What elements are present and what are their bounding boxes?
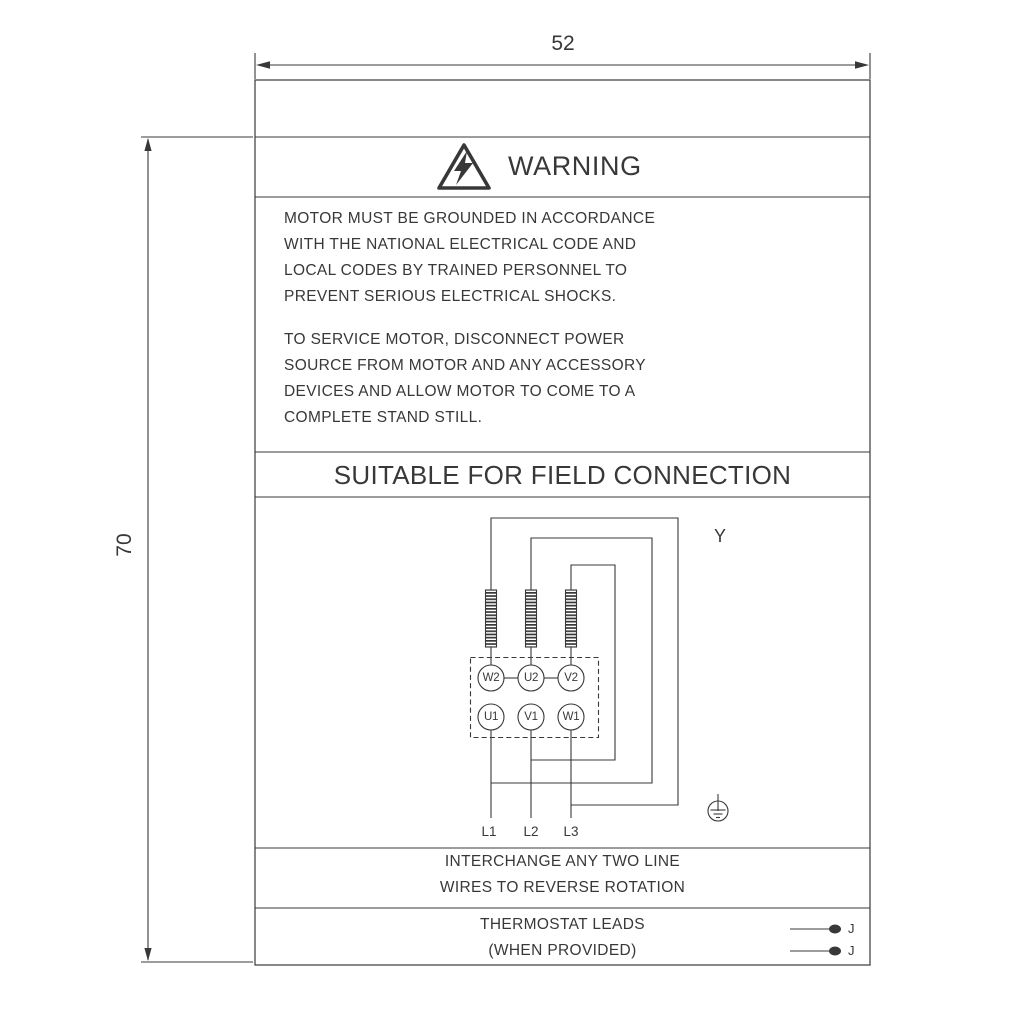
thermostat-note: THERMOSTAT LEADS (WHEN PROVIDED)	[255, 912, 870, 964]
terminal-label-w1: W1	[562, 710, 580, 723]
service-notice-line: TO SERVICE MOTOR, DISCONNECT POWER	[284, 331, 625, 348]
grounding-notice: MOTOR MUST BE GROUNDED IN ACCORDANCE WIT…	[284, 206, 655, 310]
thermostat-lead-symbols	[790, 924, 841, 956]
thermostat-note-line: THERMOSTAT LEADS	[480, 916, 645, 933]
section-dividers	[255, 136, 870, 909]
winding-loop-middle	[491, 537, 653, 784]
thermostat-note-line: (WHEN PROVIDED)	[488, 942, 637, 959]
terminal-label-u2: U2	[523, 671, 539, 684]
height-dimension-line	[141, 136, 253, 963]
service-notice: TO SERVICE MOTOR, DISCONNECT POWER SOURC…	[284, 327, 646, 431]
winding-loop-outer	[490, 517, 679, 806]
thermostat-lead-dot-icon	[829, 946, 841, 956]
earth-ground-icon	[707, 794, 729, 822]
winding-loop-inner	[531, 564, 616, 761]
service-notice-line: DEVICES AND ALLOW MOTOR TO COME TO A	[284, 383, 636, 400]
height-dimension-value: 70	[113, 533, 136, 557]
terminal-box-dashed-outline	[469, 656, 600, 739]
high-voltage-warning-icon	[437, 143, 491, 190]
wye-configuration-label: Y	[714, 526, 727, 546]
line-lead-label-l3: L3	[563, 824, 579, 839]
terminal-label-u1: U1	[483, 710, 499, 723]
coil-winding-icons	[484, 589, 578, 648]
line-lead-label-l2: L2	[523, 824, 539, 839]
line-lead-label-l1: L1	[481, 824, 497, 839]
rotation-note-line: WIRES TO REVERSE ROTATION	[439, 879, 686, 896]
terminal-label-v2: V2	[564, 671, 578, 684]
grounding-notice-line: PREVENT SERIOUS ELECTRICAL SHOCKS.	[284, 288, 617, 305]
label-border	[254, 79, 871, 966]
service-notice-line: COMPLETE STAND STILL.	[284, 409, 483, 426]
grounding-notice-line: LOCAL CODES BY TRAINED PERSONNEL TO	[284, 262, 628, 279]
warning-title: WARNING	[508, 151, 642, 181]
terminal-label-w2: W2	[482, 671, 500, 684]
grounding-notice-line: MOTOR MUST BE GROUNDED IN ACCORDANCE	[284, 210, 656, 227]
service-notice-line: SOURCE FROM MOTOR AND ANY ACCESSORY	[284, 357, 646, 374]
grounding-notice-line: WITH THE NATIONAL ELECTRICAL CODE AND	[284, 236, 637, 253]
field-connection-title: SUITABLE FOR FIELD CONNECTION	[333, 460, 792, 490]
wye-wiring-diagram	[469, 517, 679, 818]
rotation-note: INTERCHANGE ANY TWO LINE WIRES TO REVERS…	[255, 849, 870, 901]
rotation-note-line: INTERCHANGE ANY TWO LINE	[444, 853, 681, 870]
thermostat-lead-label-j2: J	[848, 943, 855, 958]
width-dimension-value: 52	[551, 32, 575, 55]
thermostat-lead-label-j1: J	[848, 921, 855, 936]
width-dimension-line	[254, 53, 871, 79]
terminal-label-v1: V1	[524, 710, 538, 723]
thermostat-lead-dot-icon	[829, 924, 841, 934]
